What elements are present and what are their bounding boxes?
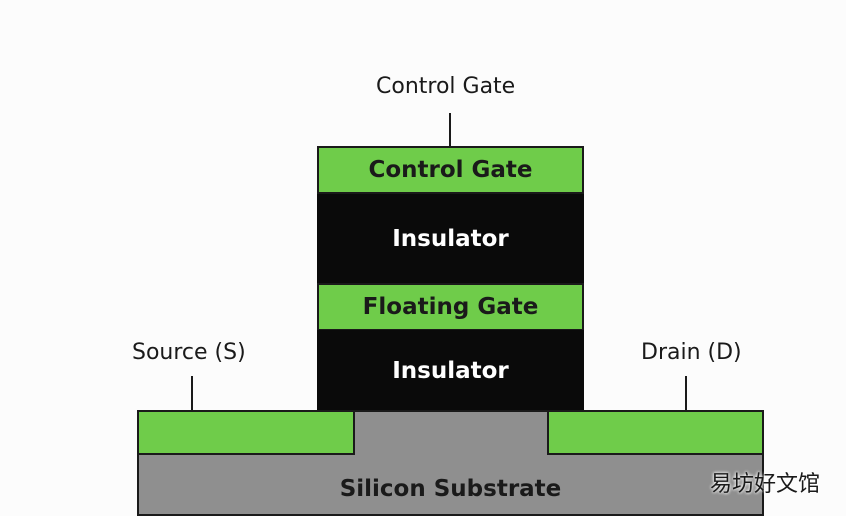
source-region (137, 410, 355, 455)
insulator-bottom-layer: Insulator (317, 330, 584, 412)
floating-gate-layer: Floating Gate (317, 283, 584, 331)
silicon-substrate-label: Silicon Substrate (339, 476, 562, 502)
drain-connector-line (685, 376, 687, 411)
insulator-top-layer: Insulator (317, 194, 584, 284)
watermark-text: 易坊好文馆 (709, 472, 820, 497)
drain-region (547, 410, 764, 455)
source-connector-line (191, 376, 193, 411)
control-gate-layer: Control Gate (317, 146, 584, 194)
control-gate-connector-line (449, 113, 451, 147)
control-gate-terminal-label: Control Gate (376, 74, 516, 99)
drain-label: Drain (D) (641, 340, 742, 365)
source-label: Source (S) (132, 340, 246, 365)
